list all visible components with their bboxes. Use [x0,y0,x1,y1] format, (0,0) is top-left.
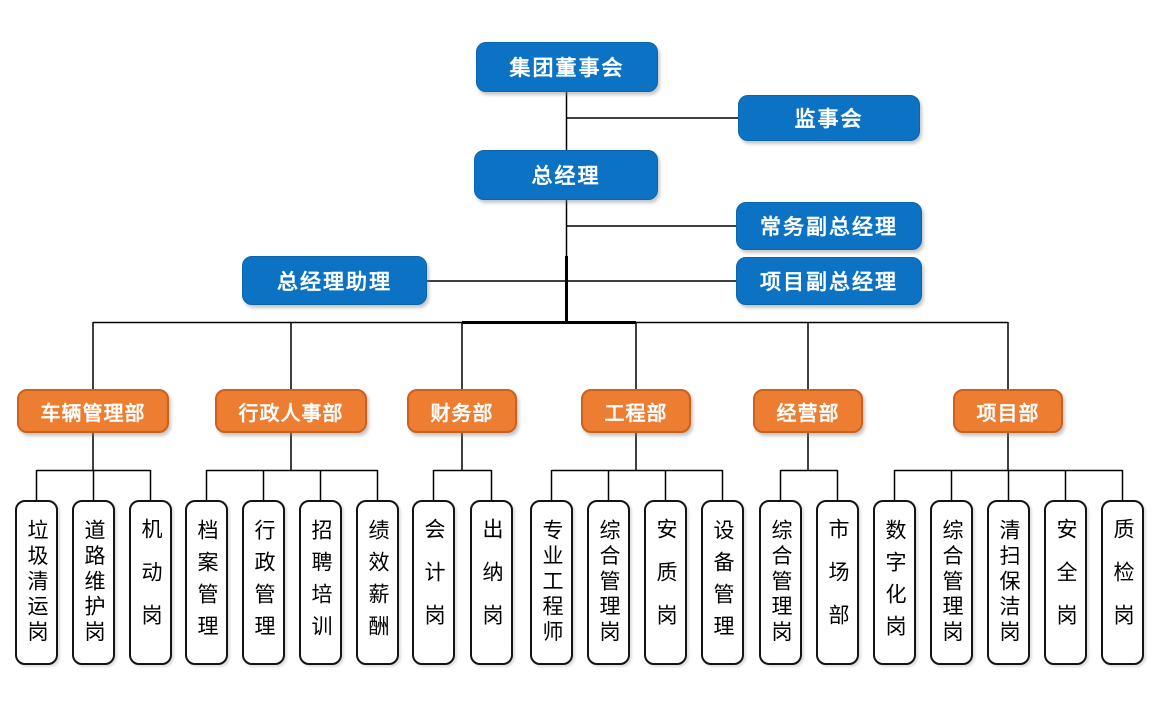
node-label: 集团董事会 [509,56,625,80]
position-node: 垃圾清运岗 [15,500,58,665]
position-label: 综合管理岗 [769,519,793,646]
position-node: 综合管理岗 [759,500,802,665]
dept-label: 财务部 [430,400,494,425]
position-label: 档案管理 [195,518,219,647]
position-label: 安质岗 [654,518,678,647]
position-node: 数字化岗 [873,500,916,665]
position-label: 设备管理 [711,518,735,647]
position-node: 会计岗 [412,500,455,665]
connector-dept-subtrees [35,433,1124,500]
position-label: 数字化岗 [883,518,907,647]
dept-engineering: 工程部 [581,389,691,433]
dept-finance: 财务部 [407,389,517,433]
position-node: 清扫保洁岗 [987,500,1030,665]
position-node: 道路维护岗 [72,500,115,665]
node-label: 总经理 [531,164,601,188]
position-label: 综合管理岗 [597,519,621,646]
connector-gm-trunk [462,256,636,324]
position-label: 市场部 [826,518,850,647]
position-node: 专业工程师 [530,500,573,665]
position-node: 招聘培训 [299,500,342,665]
node-gm-assistant: 总经理助理 [242,256,427,305]
node-group-board: 集团董事会 [476,42,658,92]
node-executive-deputy-gm: 常务副总经理 [736,202,922,250]
position-label: 出纳岗 [480,518,504,647]
position-node: 质检岗 [1101,500,1144,665]
dept-project: 项目部 [953,389,1063,433]
position-label: 垃圾清运岗 [25,519,49,646]
node-project-deputy-gm: 项目副总经理 [736,257,922,305]
position-label: 行政管理 [252,518,276,647]
position-label: 绩效薪酬 [366,518,390,647]
position-node: 机动岗 [129,500,172,665]
dept-admin-hr: 行政人事部 [215,389,367,433]
dept-vehicle-management: 车辆管理部 [17,389,169,433]
dept-label: 项目部 [976,400,1040,425]
position-label: 道路维护岗 [82,519,106,646]
node-label: 项目副总经理 [760,270,898,294]
position-node: 设备管理 [701,500,744,665]
position-node: 安质岗 [644,500,687,665]
position-node: 绩效薪酬 [356,500,399,665]
dept-operations: 经营部 [753,389,863,433]
node-label: 常务副总经理 [760,215,898,239]
position-node: 档案管理 [185,500,228,665]
position-label: 机动岗 [139,518,163,647]
position-node: 安全岗 [1044,500,1087,665]
position-node: 行政管理 [242,500,285,665]
position-node: 综合管理岗 [587,500,630,665]
dept-label: 行政人事部 [238,400,344,425]
position-label: 质检岗 [1111,518,1135,647]
node-general-manager: 总经理 [474,150,658,200]
position-label: 会计岗 [422,518,446,647]
dept-label: 工程部 [604,400,668,425]
position-node: 市场部 [816,500,859,665]
position-label: 清扫保洁岗 [997,519,1021,646]
node-label: 总经理助理 [277,269,392,294]
position-label: 安全岗 [1054,518,1078,647]
position-label: 专业工程师 [540,519,564,646]
node-supervisory-board: 监事会 [738,95,920,141]
node-label: 监事会 [794,107,864,131]
dept-label: 经营部 [776,400,840,425]
position-node: 综合管理岗 [930,500,973,665]
dept-label: 车辆管理部 [40,400,146,425]
position-label: 综合管理岗 [940,519,964,646]
position-label: 招聘培训 [309,518,333,647]
position-node: 出纳岗 [470,500,513,665]
